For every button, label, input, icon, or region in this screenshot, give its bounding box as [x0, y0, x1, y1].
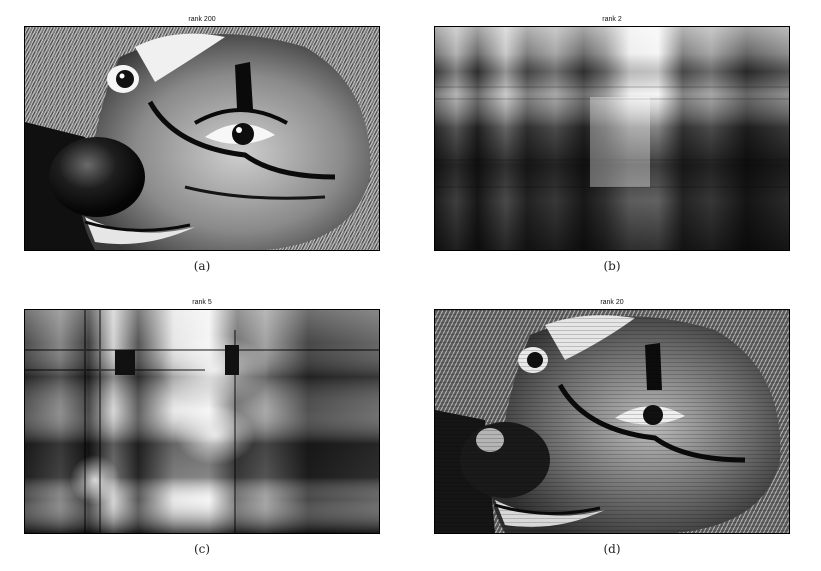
panel-a-caption: (a) [193, 259, 211, 273]
clown-image-rank-200 [25, 27, 379, 250]
panel-c-caption: (c) [193, 542, 211, 556]
panel-a: rank 200 [24, 14, 380, 274]
panel-b-image [434, 26, 790, 251]
panel-d-image [434, 309, 790, 534]
panel-c-title: rank 5 [192, 299, 212, 306]
panel-c-image [24, 309, 380, 534]
clown-image-rank-5 [25, 310, 379, 533]
panel-d-title: rank 20 [600, 299, 624, 306]
panel-c: rank 5 [24, 297, 380, 557]
panel-a-title: rank 200 [188, 16, 216, 23]
panel-b: rank 2 [434, 14, 790, 274]
panel-d-caption: (d) [603, 542, 621, 556]
panel-b-title: rank 2 [602, 16, 622, 23]
panel-a-image [24, 26, 380, 251]
panel-b-caption: (b) [603, 259, 621, 273]
clown-image-rank-2 [435, 27, 789, 250]
panel-d: rank 20 [434, 297, 790, 557]
clown-image-rank-20 [435, 310, 789, 533]
